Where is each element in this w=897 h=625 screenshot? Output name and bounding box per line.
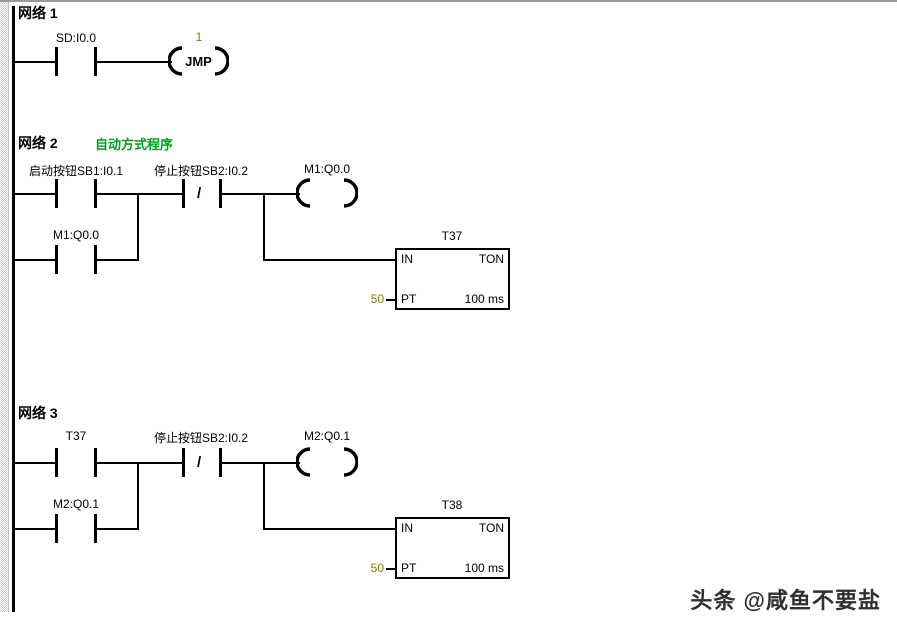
jmp-coil-mnemonic[interactable]: JMP (185, 54, 212, 69)
network2-title[interactable]: 网络 2 (18, 135, 58, 151)
wire (15, 61, 56, 63)
timer1-timebase: 100 ms (464, 292, 504, 306)
timer1-pt-wire (386, 299, 397, 301)
network2-contact2-operand[interactable]: 停止按钮SB2:I0.2 (153, 164, 249, 178)
timer2-timebase: 100 ms (464, 561, 504, 575)
network3-title[interactable]: 网络 3 (18, 405, 58, 421)
timer1-box[interactable]: IN TON PT 100 ms (395, 248, 510, 310)
branch-wire (137, 193, 139, 261)
wire (222, 462, 300, 464)
jump-target-operand[interactable]: 1 (195, 30, 203, 44)
nc-contact-bar[interactable] (219, 179, 222, 208)
timer2-in-pin: IN (401, 521, 413, 535)
watermark-text: 头条 @咸鱼不要盐 (690, 588, 881, 613)
wire (15, 193, 56, 195)
no-contact-bar[interactable] (55, 47, 58, 76)
no-contact-bar[interactable] (94, 245, 97, 274)
coil-left-arc[interactable] (296, 447, 312, 477)
wire (263, 259, 395, 261)
wire (97, 61, 172, 63)
wire (15, 462, 56, 464)
wire (97, 462, 183, 464)
no-contact-bar[interactable] (55, 448, 58, 477)
timer2-box[interactable]: IN TON PT 100 ms (395, 517, 510, 579)
coil-right-arc[interactable] (342, 447, 358, 477)
network2-contact1-operand[interactable]: 启动按钮SB1:I0.1 (28, 164, 124, 178)
coil-right-arc[interactable] (213, 46, 229, 76)
no-contact-bar[interactable] (94, 47, 97, 76)
nc-contact-slash: / (197, 185, 202, 202)
branch-wire (137, 462, 139, 530)
timer1-pt-value[interactable]: 50 (370, 292, 384, 306)
network2-parallel-operand[interactable]: M1:Q0.0 (52, 228, 100, 242)
no-contact-bar[interactable] (55, 179, 58, 208)
no-contact-bar[interactable] (94, 448, 97, 477)
network2-coil-operand[interactable]: M1:Q0.0 (303, 162, 351, 176)
no-contact-bar[interactable] (55, 245, 58, 274)
timer1-in-pin: IN (401, 252, 413, 266)
wire (97, 193, 183, 195)
network2-comment[interactable]: 自动方式程序 (95, 137, 174, 152)
timer2-pt-wire (386, 568, 397, 570)
timer2-type: TON (478, 521, 504, 535)
wire (15, 528, 56, 530)
wire (222, 193, 300, 195)
wire (97, 259, 139, 261)
branch-wire (263, 462, 265, 530)
coil-left-arc[interactable] (296, 178, 312, 208)
timer1-name[interactable]: T37 (441, 229, 463, 243)
network3-contact1-operand[interactable]: T37 (65, 429, 87, 443)
no-contact-bar[interactable] (94, 179, 97, 208)
timer2-name[interactable]: T38 (441, 498, 463, 512)
network3-parallel-operand[interactable]: M2:Q0.1 (52, 497, 100, 511)
network3-coil-operand[interactable]: M2:Q0.1 (303, 429, 351, 443)
nc-contact-slash: / (197, 454, 202, 471)
coil-left-arc[interactable] (168, 46, 184, 76)
wire (97, 528, 139, 530)
left-gutter[interactable] (0, 2, 9, 612)
no-contact-bar[interactable] (55, 514, 58, 543)
network1-title[interactable]: 网络 1 (18, 5, 58, 21)
timer1-type: TON (478, 252, 504, 266)
nc-contact-bar[interactable] (182, 448, 185, 477)
network3-contact2-operand[interactable]: 停止按钮SB2:I0.2 (153, 431, 249, 445)
no-contact-bar[interactable] (94, 514, 97, 543)
nc-contact-bar[interactable] (182, 179, 185, 208)
wire (263, 528, 395, 530)
coil-right-arc[interactable] (342, 178, 358, 208)
branch-wire (263, 193, 265, 261)
network1-contact1-operand[interactable]: SD:I0.0 (55, 31, 97, 45)
timer2-pt-pin: PT (401, 561, 417, 575)
power-rail (12, 6, 15, 612)
wire (15, 259, 56, 261)
nc-contact-bar[interactable] (219, 448, 222, 477)
timer1-pt-pin: PT (401, 292, 417, 306)
window-top-border (0, 0, 897, 2)
timer2-pt-value[interactable]: 50 (370, 561, 384, 575)
